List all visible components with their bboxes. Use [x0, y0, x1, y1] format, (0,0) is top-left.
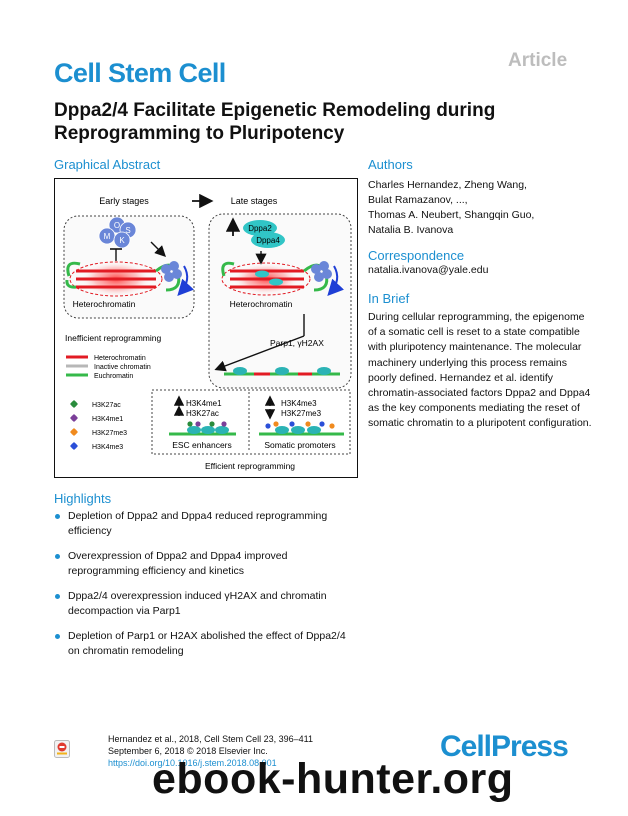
euchromatin-left: [66, 261, 81, 277]
in-brief-heading: In Brief: [368, 291, 410, 306]
graphical-abstract-heading: Graphical Abstract: [54, 157, 161, 172]
late-stages-label: Late stages: [231, 196, 278, 206]
prom-mark-2: H3K27me3: [281, 409, 322, 418]
legend-heterochromatin-label: Heterochromatin: [94, 355, 146, 362]
author-line: Natalia B. Ivanova: [368, 224, 454, 236]
dppa4-label: Dppa4: [256, 236, 280, 245]
enh-mark-1: H3K4me1: [186, 399, 222, 408]
highlight-item: Overexpression of Dppa2 and Dppa4 improv…: [54, 549, 354, 579]
cellpress-logo: CellPress: [440, 730, 569, 763]
article-type-tag: Article: [508, 50, 568, 71]
legend-h3k4me3-label: H3K4me3: [92, 444, 123, 451]
late-bound-osmk: [311, 261, 332, 282]
factor-s-label: S: [125, 226, 130, 235]
late-euchromatin-left: [221, 261, 235, 277]
efficient-reprogramming-label: Efficient reprogramming: [205, 461, 295, 471]
legend-h3k27ac-icon: [70, 400, 78, 408]
activation-arrow: [177, 265, 195, 296]
citation-line-2: September 6, 2018 © 2018 Elsevier Inc.: [108, 746, 268, 756]
nucleosome-1: [233, 367, 247, 375]
late-dppa-bound-2: [269, 278, 283, 286]
authors-heading: Authors: [368, 157, 413, 172]
esc-enhancers-label: ESC enhancers: [172, 440, 232, 450]
enh-mark-2: H3K27ac: [186, 409, 219, 418]
bullet-icon: [55, 594, 60, 599]
citation-line-1: Hernandez et al., 2018, Cell Stem Cell 2…: [108, 734, 313, 744]
highlight-text: Depletion of Parp1 or H2AX abolished the…: [68, 630, 346, 657]
legend-h3k4me1-icon: [70, 414, 78, 422]
author-line: Charles Hernandez, Zheng Wang,: [368, 179, 527, 191]
somatic-promoters-label: Somatic promoters: [264, 440, 335, 450]
heterochromatin-label-late: Heterochromatin: [230, 299, 293, 309]
bound-osmk: [161, 261, 182, 282]
author-line: Thomas A. Neubert, Shangqin Guo,: [368, 209, 535, 221]
highlight-item: Dppa2/4 overexpression induced γH2AX and…: [54, 589, 354, 619]
nucleosome-2: [275, 367, 289, 375]
inefficient-reprogramming-label: Inefficient reprogramming: [65, 333, 161, 343]
bullet-icon: [55, 514, 60, 519]
bullet-icon: [55, 634, 60, 639]
nucleosome-3: [317, 367, 331, 375]
in-brief-text: During cellular reprogramming, the epige…: [368, 311, 592, 430]
doi-link[interactable]: https://doi.org/10.1016/j.stem.2018.08.0…: [108, 758, 277, 768]
legend-h3k27me3-label: H3K27me3: [92, 430, 127, 437]
graphical-abstract-figure: Early stages Late stages O S M K Heteroc…: [54, 178, 358, 478]
factor-k-label: K: [119, 236, 125, 245]
factor-k: [113, 231, 131, 249]
legend-h3k27me3-icon: [70, 428, 78, 436]
highlight-text: Overexpression of Dppa2 and Dppa4 improv…: [68, 550, 288, 577]
correspondence-heading: Correspondence: [368, 248, 465, 263]
efficient-box: [151, 389, 351, 455]
late-activation-arrow: [327, 265, 345, 296]
crossmark-icon[interactable]: [54, 740, 70, 758]
legend-inactive-label: Inactive chromatin: [94, 364, 151, 371]
watermark-text: ebook-hunter.org: [152, 755, 514, 803]
factor-o-label: O: [114, 221, 120, 230]
factor-m-label: M: [104, 232, 111, 241]
legend-euchromatin-label: Euchromatin: [94, 373, 133, 380]
parp1-label: Parp1, γH2AX: [270, 338, 324, 348]
binding-arrow: [150, 241, 166, 257]
legend-h3k4me1-label: H3K4me1: [92, 416, 123, 423]
highlight-item: Depletion of Dppa2 and Dppa4 reduced rep…: [54, 509, 354, 539]
correspondence-email[interactable]: natalia.ivanova@yale.edu: [368, 264, 489, 276]
promoter-chromatin: [259, 421, 344, 436]
dppa2-protein: [243, 220, 277, 236]
highlight-text: Dppa2/4 overexpression induced γH2AX and…: [68, 590, 327, 617]
authors-list: Charles Hernandez, Zheng Wang, Bulat Ram…: [368, 178, 608, 238]
late-dppa-bound-1: [255, 270, 269, 278]
highlight-item: Depletion of Parp1 or H2AX abolished the…: [54, 629, 354, 659]
author-line: Bulat Ramazanov, ...,: [368, 194, 468, 206]
citation-block: Hernandez et al., 2018, Cell Stem Cell 2…: [108, 733, 313, 769]
highlights-list: Depletion of Dppa2 and Dppa4 reduced rep…: [54, 509, 354, 669]
heterochromatin-label-early: Heterochromatin: [73, 299, 136, 309]
legend-h3k27ac-label: H3K27ac: [92, 402, 121, 409]
journal-name: Cell Stem Cell: [54, 58, 226, 88]
prom-mark-1: H3K4me3: [281, 399, 317, 408]
late-heterochromatin-boundary: [221, 262, 311, 296]
bullet-icon: [55, 554, 60, 559]
legend-h3k4me3-icon: [70, 442, 78, 450]
highlight-text: Depletion of Dppa2 and Dppa4 reduced rep…: [68, 510, 328, 537]
early-stages-label: Early stages: [99, 196, 149, 206]
dppa2-label: Dppa2: [248, 224, 272, 233]
enhancer-chromatin: [169, 421, 236, 436]
late-nucleus: [208, 213, 352, 389]
osmk-factors: O S M K: [98, 216, 137, 249]
dppa4-protein: [251, 232, 285, 248]
heterochromatin-boundary: [69, 261, 163, 297]
highlights-heading: Highlights: [54, 491, 112, 506]
euchromatin-left-lower: [65, 279, 77, 289]
article-title: Dppa2/4 Facilitate Epigenetic Remodeling…: [54, 100, 496, 144]
decompaction-arrow: [214, 335, 305, 372]
